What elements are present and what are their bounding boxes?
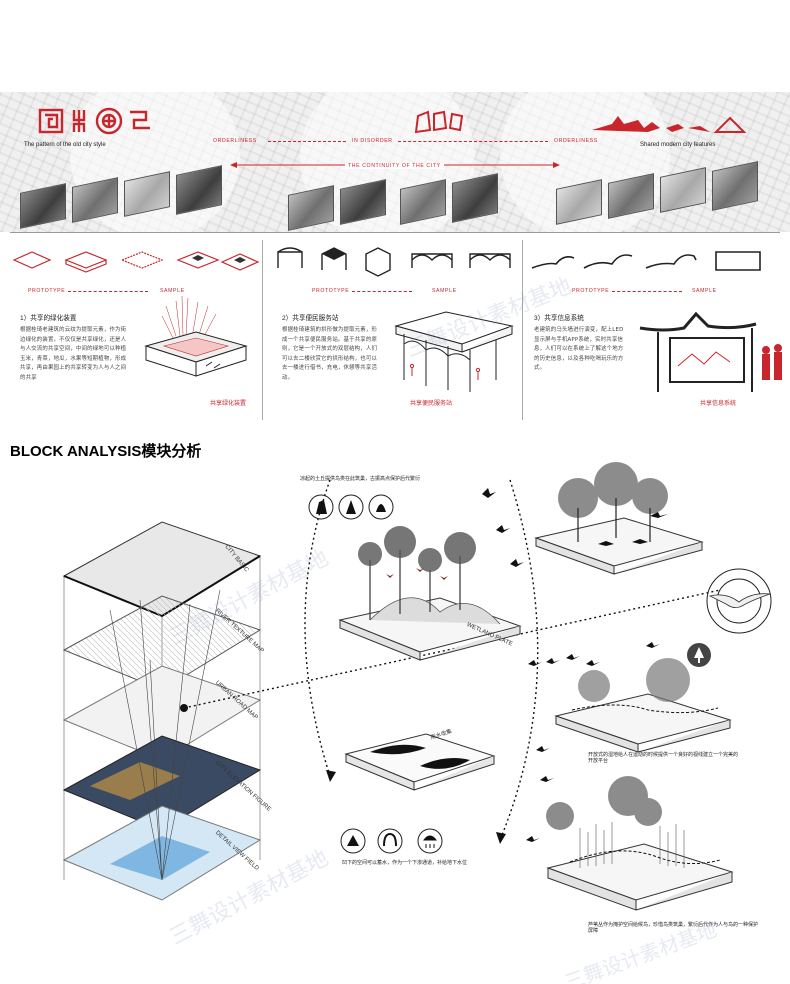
disorder-blocks-icon (414, 110, 464, 134)
water-icons (340, 828, 443, 854)
old-city-pattern-icons (38, 107, 150, 135)
mound-island-render (338, 526, 522, 661)
greening-device-render (144, 296, 248, 377)
tree-icon (687, 643, 711, 667)
info-prototype-sequence (531, 251, 761, 271)
col2-title: 2）共享便民服务站 (282, 315, 339, 322)
orderliness-left-label: ORDERLINESS (213, 138, 257, 144)
col3-prototype-label: PROTOTYPE (572, 288, 610, 294)
note-bottom-right: 芦苇丛作为掩护空间给候鸟，珍惜鸟类筑巢，繁衍后代作为人与鸟的一种保护屏障 (588, 922, 759, 935)
orderliness-right-line (398, 141, 548, 142)
layer-stack-diagram (62, 521, 262, 901)
col3-body: 老建筑的马头墙进行演变，配上LED显示屏与手机APP系统，实时共享信息，人们可以… (534, 327, 624, 371)
column-divider-1 (262, 240, 263, 420)
water-collect-render (344, 733, 496, 791)
bird-focus-circle (706, 568, 772, 634)
col1-sample-label: SAMPLE (160, 288, 185, 294)
column-divider-2 (522, 240, 523, 420)
forest-island-render (534, 462, 704, 575)
col3-label-line (612, 291, 682, 292)
reed-island-render (546, 776, 734, 911)
col3-sample-label: SAMPLE (692, 288, 717, 294)
info-system-render (639, 311, 782, 392)
col1-prototype-label: PROTOTYPE (28, 288, 66, 294)
block-analysis-heading: BLOCK ANALYSIS模块分析 (10, 443, 202, 460)
orderliness-left-line (268, 141, 346, 142)
open-wetland-render (554, 658, 732, 753)
analysis-connectors (180, 479, 721, 844)
col3-caption: 共享信息系统 (700, 401, 737, 407)
service-prototype-sequence (277, 247, 511, 277)
old-city-caption: The pattern of the old city style (24, 142, 106, 148)
modern-city-caption: Shared modern city features (640, 142, 716, 148)
service-station-render (394, 311, 514, 392)
continuity-label: THE CONTINUITY OF THE CITY (345, 163, 444, 169)
col1-title: 1）共享的绿化装置 (20, 315, 77, 322)
col2-caption: 共享便民服务站 (410, 401, 453, 407)
flying-birds (482, 488, 668, 842)
greening-prototype-sequence (12, 251, 260, 273)
habitat-icons-top (308, 494, 394, 520)
col3-title: 3）共享信息系统 (534, 315, 584, 322)
orderliness-right-label: ORDERLINESS (554, 138, 598, 144)
top-divider (10, 232, 780, 233)
col2-prototype-label: PROTOTYPE (312, 288, 350, 294)
col1-caption: 共享绿化装置 (210, 401, 247, 407)
col1-body: 根据桂琦老建筑的云纹为提取元素，作为街边绿化的装置，不仅仅是共享绿化，还是人与人… (20, 327, 127, 381)
col2-sample-label: SAMPLE (432, 288, 457, 294)
col1-label-line (68, 291, 148, 292)
modern-skyline-icon (592, 116, 747, 133)
in-disorder-label: IN DISORDER (352, 138, 393, 144)
col2-body: 根据桂琦建筑的拱形做为提取元素，形成一个共享便民服务站。基于共享的原则，它是一个… (282, 327, 378, 381)
note-right-middle: 开放式的湿地给人在运动的时候提供一个良好的视线建立一个完美的开放平台 (588, 752, 739, 765)
note-top-center: 凉起的土丘提供鸟类在此筑巢，古振高点保护后代繁衍 (300, 476, 421, 482)
note-bottom-center: 凹下的空间可以蓄水，作为一个下渗通道，补给地下水位 (342, 860, 468, 866)
col2-label-line (352, 291, 412, 292)
